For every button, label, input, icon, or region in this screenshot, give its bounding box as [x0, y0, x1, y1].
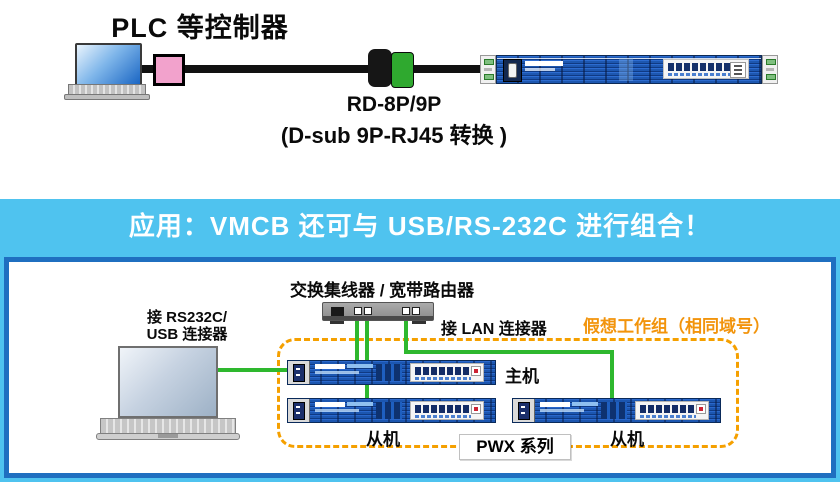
lan-port — [364, 307, 372, 315]
switch-vent — [331, 307, 344, 316]
master-label: 主机 — [505, 367, 539, 386]
dsub-connector-icon — [153, 54, 185, 86]
switch-foot — [412, 320, 426, 324]
rs232-label-line2: USB 连接器 — [146, 326, 228, 343]
power-block — [288, 399, 310, 422]
workgroup-dashed-border — [277, 338, 739, 448]
cable-switch-master — [355, 318, 359, 362]
pc-icon — [118, 346, 218, 418]
cable-laptop-master — [218, 368, 288, 372]
rack-ear-left — [480, 55, 496, 84]
slot-cluster — [376, 402, 402, 419]
laptop-base — [64, 94, 150, 100]
power-switch-icon — [293, 364, 305, 382]
power-block — [288, 361, 310, 384]
id-plate — [730, 62, 746, 78]
rs232-usb-label: 接 RS232C/ USB 连接器 — [117, 309, 257, 343]
rack-body — [496, 55, 762, 84]
ports-panel — [663, 59, 749, 79]
ports-panel — [635, 401, 709, 420]
connector-row — [415, 405, 471, 413]
switch-router-label: 交换集线器 / 宽带路由器 — [290, 281, 475, 300]
plc-title: PLC 等控制器 — [111, 13, 289, 43]
series-name-box: PWX 系列 — [459, 434, 571, 460]
cable-switch-slave2-down — [610, 350, 614, 402]
connector-row — [640, 405, 696, 413]
application-banner: 应用：VMCB 还可与 USB/RS-232C 进行组合！ — [0, 199, 840, 253]
workgroup-label: 假想工作组（相同域号） — [583, 317, 770, 336]
cable-switch-slave1 — [365, 318, 369, 400]
rs232-label-line1: 接 RS232C/ — [146, 309, 228, 326]
switch-router-icon — [322, 302, 434, 321]
ports-panel — [410, 363, 484, 382]
lan-port — [402, 307, 410, 315]
power-block — [513, 399, 535, 422]
rack-device-master — [287, 360, 496, 385]
pc-keyboard — [100, 418, 236, 434]
rack-ear-right — [762, 55, 778, 84]
lan-port — [412, 307, 420, 315]
power-switch-icon — [503, 59, 522, 82]
lan-connector-label: 接 LAN 连接器 — [441, 321, 547, 338]
adapter-desc-label: (D-sub 9P-RJ45 转换 ) — [280, 123, 508, 148]
slot-cluster — [376, 364, 402, 381]
pc-trackpad — [158, 434, 178, 438]
connector-row — [668, 63, 730, 71]
id-plate — [471, 366, 481, 376]
rack-device-slave1 — [287, 398, 496, 423]
cable-switch-slave2-drop — [404, 318, 408, 354]
power-switch-icon — [293, 402, 305, 420]
laptop-icon — [75, 43, 142, 88]
switch-foot — [330, 320, 344, 324]
id-plate — [696, 404, 706, 414]
rack-device-slave2 — [512, 398, 721, 423]
adapter-plug-green-icon — [391, 52, 414, 88]
power-switch-icon — [518, 402, 530, 420]
adapter-name-label: RD-8P/9P — [346, 93, 442, 116]
lan-port — [354, 307, 362, 315]
slave2-label: 从机 — [610, 430, 644, 449]
connector-row — [415, 367, 471, 375]
rack-device-converter — [480, 55, 778, 84]
slave1-label: 从机 — [366, 430, 400, 449]
serial-cable — [138, 65, 480, 73]
cable-switch-slave2-run — [404, 350, 614, 354]
adapter-plug-black-icon — [368, 49, 392, 87]
slot-cluster — [601, 402, 627, 419]
ports-panel — [410, 401, 484, 420]
id-plate — [471, 404, 481, 414]
